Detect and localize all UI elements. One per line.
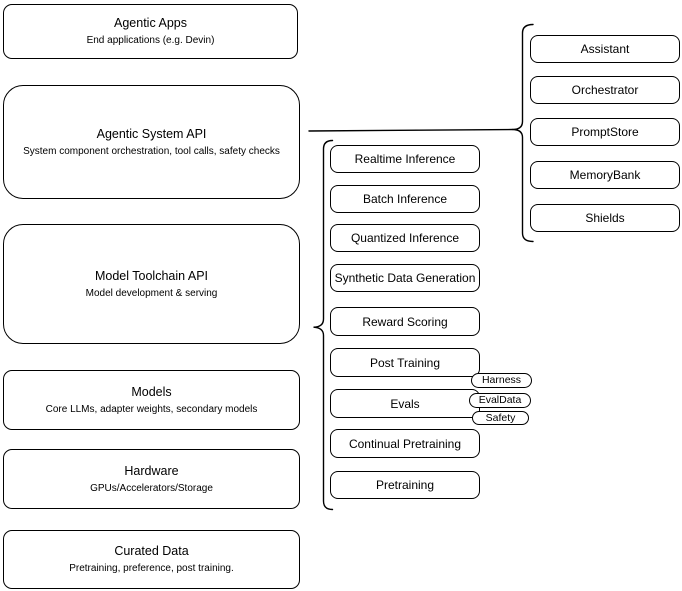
node-orchestrator: Orchestrator [530, 76, 680, 104]
node-hardware-title: Hardware [124, 463, 179, 478]
node-models: Models Core LLMs, adapter weights, secon… [3, 370, 300, 430]
node-curated-data: Curated Data Pretraining, preference, po… [3, 530, 300, 589]
node-agentic-apps: Agentic Apps End applications (e.g. Devi… [3, 4, 298, 59]
node-shields: Shields [530, 204, 680, 232]
node-hardware: Hardware GPUs/Accelerators/Storage [3, 449, 300, 509]
node-agentic-system-api-title: Agentic System API [96, 126, 207, 141]
node-hardware-subtitle: GPUs/Accelerators/Storage [90, 482, 213, 494]
node-model-toolchain-api-subtitle: Model development & serving [85, 287, 218, 299]
node-agentic-apps-title: Agentic Apps [114, 16, 187, 30]
node-pretraining: Pretraining [330, 471, 480, 499]
node-curated-data-title: Curated Data [114, 544, 189, 558]
node-assistant: Assistant [530, 35, 680, 63]
node-shields-label: Shields [585, 211, 625, 225]
tag-harness: Harness [471, 373, 532, 388]
node-assistant-label: Assistant [580, 42, 630, 56]
node-curated-data-subtitle: Pretraining, preference, post training. [69, 563, 234, 574]
api-to-right-group-connector-line [308, 128, 514, 132]
node-synthetic-data-generation: Synthetic Data Generation [330, 264, 480, 292]
node-synthetic-data-generation-label: Synthetic Data Generation [334, 271, 476, 285]
node-agentic-system-api: Agentic System API System component orch… [3, 85, 300, 199]
node-batch-inference-label: Batch Inference [362, 192, 448, 206]
node-realtime-inference: Realtime Inference [330, 145, 480, 173]
node-agentic-system-api-subtitle: System component orchestration, tool cal… [23, 145, 280, 157]
node-orchestrator-label: Orchestrator [571, 83, 639, 97]
node-post-training-label: Post Training [369, 355, 441, 370]
tag-safety-label: Safety [485, 411, 516, 424]
node-quantized-inference: Quantized Inference [330, 224, 480, 252]
tag-evaldata-label: EvalData [478, 394, 522, 406]
node-continual-pretraining: Continual Pretraining [330, 429, 480, 458]
node-promptstore-label: PromptStore [571, 125, 639, 139]
node-realtime-inference-label: Realtime Inference [354, 152, 456, 166]
node-evals: Evals [330, 389, 480, 418]
node-quantized-inference-label: Quantized Inference [350, 231, 460, 245]
tag-harness-label: Harness [481, 374, 522, 386]
tag-evaldata: EvalData [469, 393, 531, 408]
node-evals-label: Evals [390, 396, 420, 411]
node-promptstore: PromptStore [530, 118, 680, 146]
node-continual-pretraining-label: Continual Pretraining [348, 436, 462, 451]
node-models-title: Models [131, 384, 172, 399]
node-post-training: Post Training [330, 348, 480, 377]
node-memorybank-label: MemoryBank [569, 168, 641, 182]
node-reward-scoring: Reward Scoring [330, 307, 480, 336]
tag-safety: Safety [472, 411, 529, 425]
node-model-toolchain-api: Model Toolchain API Model development & … [3, 224, 300, 344]
node-batch-inference: Batch Inference [330, 185, 480, 213]
node-model-toolchain-api-title: Model Toolchain API [94, 268, 209, 283]
node-models-subtitle: Core LLMs, adapter weights, secondary mo… [45, 403, 258, 415]
node-reward-scoring-label: Reward Scoring [362, 314, 448, 329]
node-agentic-apps-subtitle: End applications (e.g. Devin) [86, 35, 215, 46]
node-pretraining-label: Pretraining [375, 478, 435, 492]
node-memorybank: MemoryBank [530, 161, 680, 189]
